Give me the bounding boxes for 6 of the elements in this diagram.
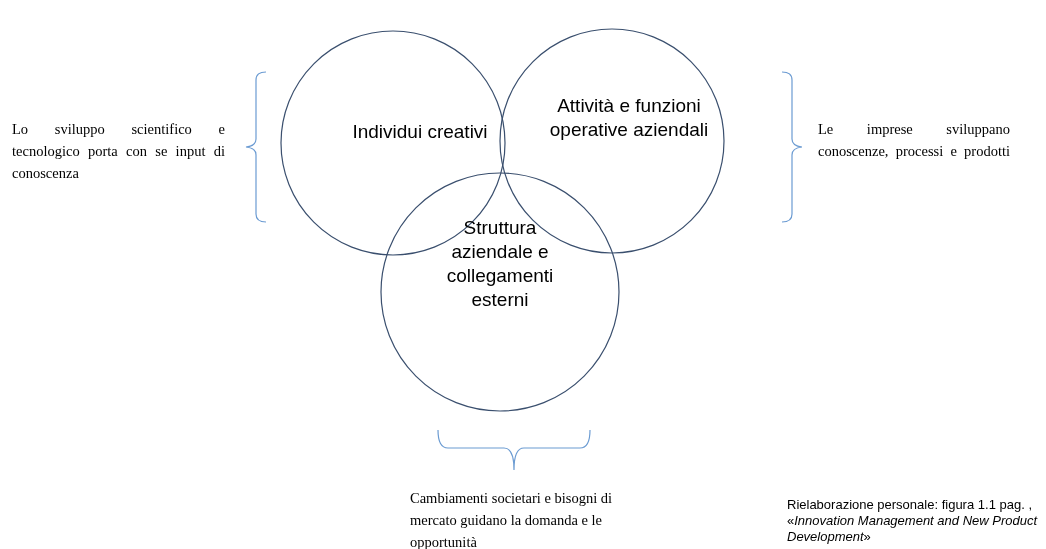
annotation-text: Lo sviluppo scientifico e tecnologico porta con se input di conoscenza	[12, 120, 225, 183]
annotation-text: Le imprese sviluppano conoscenze, processi e prodotti	[818, 120, 1010, 161]
circle-label: Individui creativi	[351, 120, 489, 144]
circle-label: Attività e funzioni operative aziendali	[548, 94, 710, 142]
source-caption: Rielaborazione personale: figura 1.1 pag. , «Innovation Management and New Product Development»	[787, 497, 1039, 545]
circle-label: Struttura aziendale e collegamenti esterni	[445, 216, 555, 312]
